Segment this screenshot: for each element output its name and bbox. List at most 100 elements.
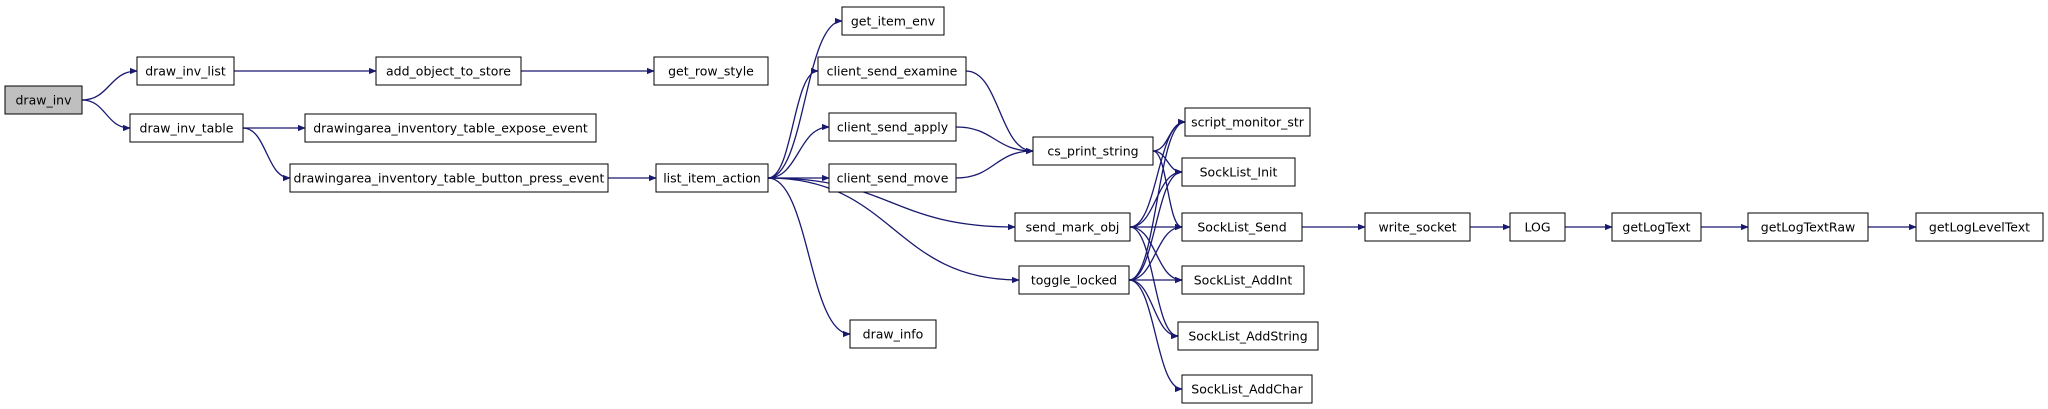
edge (955, 126, 1034, 155)
node-label: drawingarea_inventory_table_expose_event (313, 121, 588, 136)
node-label: get_item_env (851, 14, 936, 29)
edge-list-item-action-to-draw-info (767, 177, 851, 338)
node-box[interactable] (1364, 212, 1471, 242)
edge (767, 67, 819, 179)
node-label: drawingarea_inventory_table_button_press… (294, 171, 605, 186)
node-label: SockList_AddInt (1194, 273, 1293, 288)
node-client-send-move[interactable]: client_send_move (828, 163, 957, 193)
node-send-mark-obj[interactable]: send_mark_obj (1014, 212, 1131, 242)
node-box[interactable] (289, 163, 609, 193)
edge (1128, 118, 1186, 281)
edge-list-item-action-to-send-mark-obj (767, 177, 1016, 231)
node-label: list_item_action (663, 171, 761, 186)
node-script-monitor-str[interactable]: script_monitor_str (1184, 107, 1311, 137)
edges-layer (81, 17, 1917, 393)
node-socklist-addchar[interactable]: SockList_AddChar (1181, 374, 1313, 404)
node-label: client_send_apply (837, 120, 949, 135)
node-client-send-examine[interactable]: client_send_examine (817, 56, 967, 86)
edge (955, 147, 1034, 179)
node-cs-print-string[interactable]: cs_print_string (1032, 136, 1154, 166)
node-draw-inv-table[interactable]: draw_inv_table (129, 113, 244, 143)
edge (1129, 118, 1186, 228)
node-box[interactable] (129, 113, 244, 143)
edge-list-item-action-to-client-send-apply (767, 123, 830, 179)
node-box[interactable] (1915, 212, 2044, 242)
node-box[interactable] (1181, 374, 1313, 404)
edge-list-item-action-to-toggle-locked (767, 177, 1020, 284)
node-socklist-addstring[interactable]: SockList_AddString (1177, 321, 1319, 351)
edge-client-send-apply-to-cs-print-string (955, 126, 1034, 155)
edge (1129, 226, 1179, 340)
edge-client-send-move-to-cs-print-string (955, 147, 1034, 179)
node-box[interactable] (849, 319, 937, 349)
node-box[interactable] (655, 163, 769, 193)
node-box[interactable] (1018, 265, 1130, 295)
node-add-object-to-store[interactable]: add_object_to_store (375, 56, 522, 86)
node-expose-event[interactable]: drawingarea_inventory_table_expose_event (304, 113, 597, 143)
edge (767, 177, 1016, 231)
node-label: draw_inv (16, 93, 73, 108)
node-box[interactable] (304, 113, 597, 143)
node-box[interactable] (375, 56, 522, 86)
node-box[interactable] (1032, 136, 1154, 166)
node-client-send-apply[interactable]: client_send_apply (828, 112, 957, 142)
node-draw-inv[interactable]: draw_inv (4, 85, 83, 115)
node-label: draw_inv_list (145, 64, 226, 79)
node-toggle-locked[interactable]: toggle_locked (1018, 265, 1130, 295)
node-get-row-style[interactable]: get_row_style (653, 56, 769, 86)
edge (767, 17, 843, 179)
edge-draw-inv-to-draw-inv-list (81, 67, 138, 101)
edge-toggle-locked-to-socklist-init (1128, 168, 1183, 281)
node-box[interactable] (1747, 212, 1869, 242)
edge (81, 99, 131, 132)
node-box[interactable] (1177, 321, 1319, 351)
node-box[interactable] (4, 85, 83, 115)
node-box[interactable] (841, 6, 945, 36)
edge (1128, 279, 1179, 340)
node-draw-inv-list[interactable]: draw_inv_list (136, 56, 235, 86)
node-box[interactable] (1014, 212, 1131, 242)
node-box[interactable] (1181, 265, 1305, 295)
node-button-press-event[interactable]: drawingarea_inventory_table_button_press… (289, 163, 609, 193)
edge-send-mark-obj-to-socklist-init (1129, 168, 1183, 228)
edge (965, 70, 1034, 155)
node-getlogtext[interactable]: getLogText (1611, 212, 1702, 242)
node-label: write_socket (1378, 220, 1456, 235)
node-box[interactable] (1611, 212, 1702, 242)
node-box[interactable] (817, 56, 967, 86)
edge (1129, 168, 1183, 228)
node-label: getLogLevelText (1929, 220, 2030, 235)
node-label: cs_print_string (1047, 144, 1138, 159)
node-socklist-init[interactable]: SockList_Init (1181, 157, 1296, 187)
node-box[interactable] (828, 112, 957, 142)
node-socklist-send[interactable]: SockList_Send (1181, 212, 1303, 242)
node-socklist-addint[interactable]: SockList_AddInt (1181, 265, 1305, 295)
edge-toggle-locked-to-socklist-addchar (1128, 279, 1183, 393)
node-box[interactable] (136, 56, 235, 86)
node-list-item-action[interactable]: list_item_action (655, 163, 769, 193)
node-label: SockList_AddChar (1191, 382, 1303, 397)
edge-toggle-locked-to-socklist-send (1128, 223, 1183, 281)
node-box[interactable] (1181, 212, 1303, 242)
node-draw-info[interactable]: draw_info (849, 319, 937, 349)
edge-send-mark-obj-to-socklist-addstring (1129, 226, 1179, 340)
node-get-item-env[interactable]: get_item_env (841, 6, 945, 36)
edge-list-item-action-to-get-item-env (767, 17, 843, 179)
node-label: getLogText (1622, 220, 1690, 235)
edge (1128, 223, 1183, 281)
node-log[interactable]: LOG (1509, 212, 1566, 242)
node-getlogleveltext[interactable]: getLogLevelText (1915, 212, 2044, 242)
edge-draw-inv-table-to-button-press-event (242, 127, 291, 182)
node-box[interactable] (1184, 107, 1311, 137)
node-box[interactable] (653, 56, 769, 86)
node-label: add_object_to_store (386, 64, 511, 79)
node-getlogtextraw[interactable]: getLogTextRaw (1747, 212, 1869, 242)
node-box[interactable] (828, 163, 957, 193)
node-write-socket[interactable]: write_socket (1364, 212, 1471, 242)
edge-client-send-examine-to-cs-print-string (965, 70, 1034, 155)
node-box[interactable] (1509, 212, 1566, 242)
node-label: SockList_Init (1200, 165, 1278, 180)
node-box[interactable] (1181, 157, 1296, 187)
edge (767, 123, 830, 179)
node-label: get_row_style (668, 64, 754, 79)
